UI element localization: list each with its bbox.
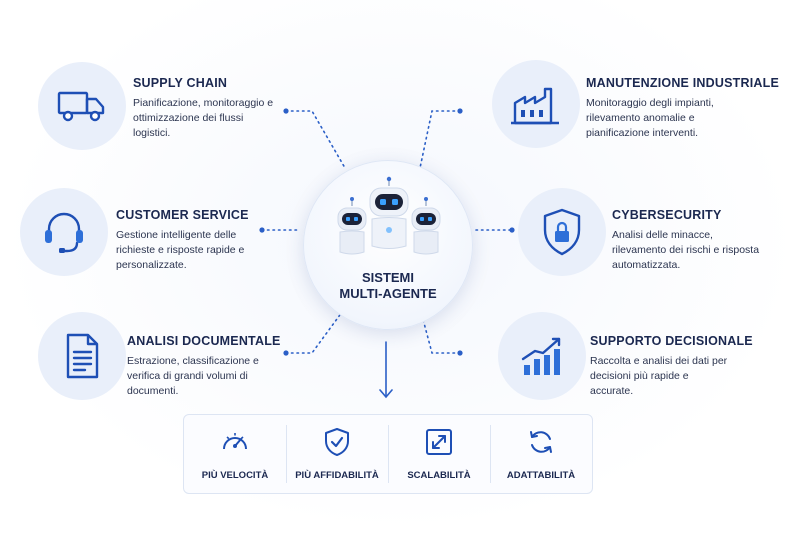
benefit-label: PIÙ AFFIDABILITÀ — [295, 470, 379, 481]
refresh-icon — [530, 431, 552, 453]
truck-icon — [57, 91, 105, 122]
benefit-label: SCALABILITÀ — [407, 470, 471, 481]
hub-title-line1: SISTEMI — [361, 270, 414, 285]
supporto-icon-badge — [498, 312, 586, 400]
bar-chart-icon — [521, 337, 561, 375]
divider — [286, 425, 287, 483]
benefit-scalabilita: SCALABILITÀ — [388, 415, 490, 493]
supporto-title: SUPPORTO DECISIONALE — [590, 334, 753, 348]
robot-left-icon — [337, 197, 367, 255]
robots-illustration — [337, 176, 441, 255]
customer-service-icon-badge — [20, 188, 108, 276]
robot-right-icon — [411, 197, 441, 255]
shield-check-icon — [325, 428, 349, 456]
customer-service-title: CUSTOMER SERVICE — [116, 208, 249, 222]
analisi-documentale-desc: Estrazione, classificazione e verifica d… — [127, 355, 259, 397]
cybersecurity-desc: Analisi delle minacce, rilevamento dei r… — [612, 229, 760, 271]
manutenzione-title: MANUTENZIONE INDUSTRIALE — [586, 76, 779, 90]
benefits-panel: PIÙ VELOCITÀ PIÙ AFFIDABILITÀ SCALABILIT… — [183, 414, 593, 494]
analisi-documentale-title: ANALISI DOCUMENTALE — [127, 334, 281, 348]
supporto-desc: Raccolta e analisi dei dati per decision… — [590, 355, 728, 397]
manutenzione-icon-badge — [492, 60, 580, 148]
divider — [490, 425, 491, 483]
factory-icon — [511, 87, 559, 125]
manutenzione-desc: Monitoraggio degli impianti, rilevamento… — [586, 97, 714, 139]
benefit-label: ADATTABILITÀ — [506, 470, 576, 481]
customer-service-desc: Gestione intelligente delle richieste e … — [116, 229, 245, 271]
document-icon — [66, 333, 99, 379]
cybersecurity-icon-badge — [518, 188, 606, 276]
expand-icon — [426, 429, 452, 455]
hub-title: SISTEMI MULTI-AGENTE — [303, 270, 473, 302]
analisi-documentale-icon-badge — [38, 312, 126, 400]
shield-lock-icon — [543, 208, 581, 256]
supply-chain-icon-badge — [38, 62, 126, 150]
supply-chain-desc: Pianificazione, monitoraggio e ottimizza… — [133, 97, 274, 139]
divider — [388, 425, 389, 483]
robot-center-icon — [369, 176, 409, 249]
benefit-affidabilita: PIÙ AFFIDABILITÀ — [286, 415, 388, 493]
speedometer-icon — [223, 433, 247, 450]
hub-title-line2: MULTI-AGENTE — [339, 286, 437, 301]
benefit-velocita: PIÙ VELOCITÀ — [184, 415, 286, 493]
benefit-adattabilita: ADATTABILITÀ — [490, 415, 592, 493]
cybersecurity-title: CYBERSECURITY — [612, 208, 722, 222]
headset-icon — [45, 212, 83, 253]
supply-chain-title: SUPPLY CHAIN — [133, 76, 228, 90]
benefit-label: PIÙ VELOCITÀ — [201, 470, 269, 481]
